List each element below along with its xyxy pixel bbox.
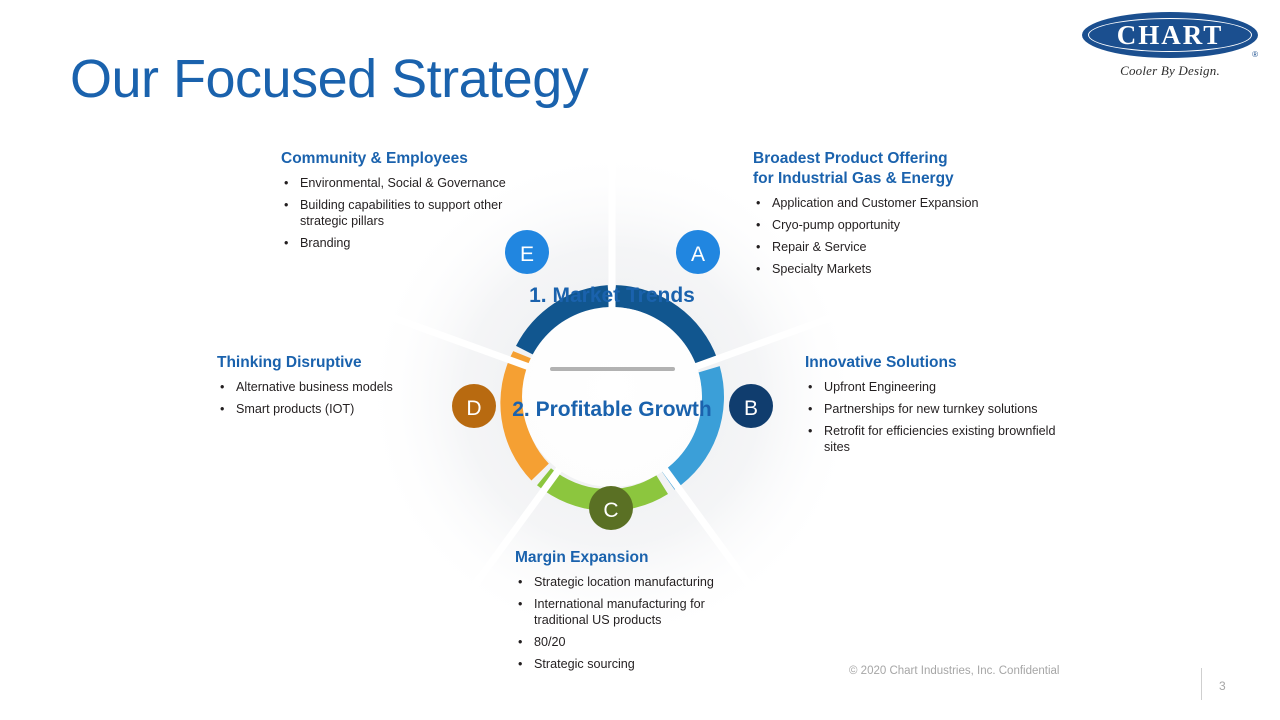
list-item-text: International manufacturing for traditio… [534,597,705,627]
list-item: • Alternative business models [217,379,437,395]
center-profitable-growth: 2. Profitable Growth [512,398,712,421]
list-item: • Specialty Markets [753,261,1023,277]
list-item-text: 80/20 [534,635,566,649]
bullet-icon: • [220,380,225,394]
footer-divider [1201,668,1202,700]
list-item: • Environmental, Social & Governance [281,175,543,191]
list-item-text: Upfront Engineering [824,380,937,394]
list-item-text: Retrofit for efficiencies existing brown… [824,424,1056,454]
bullet-icon: • [756,218,761,232]
wheel-badges: A B C D E [452,230,773,530]
callout-thinking-disruptive: Thinking Disruptive • Alternative busines… [217,353,437,423]
bullet-icon: • [284,176,289,190]
callout-broadest-list: • Application and Customer Expansion • Cry… [753,195,1023,277]
callout-broadest-title-line1: Broadest Product Offering [753,150,948,167]
callout-innovative-solutions: Innovative Solutions • Upfront Engineerin… [805,353,1073,461]
bullet-icon: • [518,635,523,649]
callout-thinking-title: Thinking Disruptive [217,354,362,371]
wheel-badge-d[interactable]: D [452,384,496,428]
list-item: • Partnerships for new turnkey solutions [805,401,1073,417]
bullet-icon: • [808,424,813,438]
wheel-badge-a-label: A [691,243,705,266]
page-number: 3 [1219,679,1226,693]
list-item-text: Partnerships for new turnkey solutions [824,402,1038,416]
bullet-icon: • [756,262,761,276]
list-item-text: Strategic location manufacturing [534,575,714,589]
logo-ellipse-icon: CHART ® [1082,12,1258,59]
wheel-badge-c[interactable]: C [589,486,633,530]
bullet-icon: • [518,597,523,611]
bullet-icon: • [284,236,289,250]
wheel-segment-b [662,366,724,490]
list-item: • Smart products (IOT) [217,401,437,417]
wheel-badge-b-label: B [744,397,758,420]
list-item: • Repair & Service [753,239,1023,255]
callout-community-employees: Community & Employees • Environmental, So… [281,149,543,257]
list-item: • Building capabilities to support other … [281,197,543,229]
list-item: • Strategic location manufacturing [515,574,755,590]
list-item: • Strategic sourcing [515,656,755,672]
list-item-text: Building capabilities to support other s… [300,198,503,228]
bullet-icon: • [808,380,813,394]
list-item: • Application and Customer Expansion [753,195,1023,211]
callout-innovative-list: • Upfront Engineering • Partnerships for n… [805,379,1073,455]
bullet-icon: • [220,402,225,416]
list-item: • Branding [281,235,543,251]
bullet-icon: • [756,196,761,210]
callout-margin-expansion: Margin Expansion • Strategic location man… [515,548,755,678]
list-item-text: Smart products (IOT) [236,402,355,416]
list-item-text: Alternative business models [236,380,393,394]
callout-community-title: Community & Employees [281,150,468,167]
callout-broadest-title: Broadest Product Offering for Industrial… [753,149,1023,189]
wheel-badge-c-label: C [603,499,618,522]
footer-copyright: © 2020 Chart Industries, Inc. Confidenti… [849,665,1060,677]
list-item: • International manufacturing for traditi… [515,596,755,628]
callout-margin-title: Margin Expansion [515,549,649,566]
bullet-icon: • [518,657,523,671]
logo-tagline: Cooler By Design. [1120,63,1220,78]
list-item-text: Strategic sourcing [534,657,635,671]
list-item: • Upfront Engineering [805,379,1073,395]
center-divider [550,367,675,371]
center-market-trends: 1. Market Trends [529,284,695,307]
list-item-text: Specialty Markets [772,262,872,276]
wheel-badge-b[interactable]: B [729,384,773,428]
list-item-text: Repair & Service [772,240,867,254]
list-item-text: Environmental, Social & Governance [300,176,506,190]
callout-thinking-list: • Alternative business models • Smart prod… [217,379,437,417]
callout-broadest-title-line2: for Industrial Gas & Energy [753,170,954,187]
callout-innovative-title: Innovative Solutions [805,354,957,371]
list-item: • Cryo-pump opportunity [753,217,1023,233]
chart-logo: CHART ® Cooler By Design. [1082,12,1258,79]
registered-trademark-icon: ® [1252,50,1258,59]
list-item: • 80/20 [515,634,755,650]
logo-wordmark: CHART [1116,19,1224,50]
callout-margin-list: • Strategic location manufacturing • Inter… [515,574,755,672]
list-item-text: Application and Customer Expansion [772,196,979,210]
list-item: • Retrofit for efficiencies existing brow… [805,423,1073,455]
logo-inner-ring-icon [1088,18,1252,52]
wheel-badge-d-label: D [466,397,481,420]
bullet-icon: • [808,402,813,416]
bullet-icon: • [284,198,289,212]
bullet-icon: • [756,240,761,254]
list-item-text: Branding [300,236,351,250]
bullet-icon: • [518,575,523,589]
page-title: Our Focused Strategy [70,49,589,109]
callout-community-list: • Environmental, Social & Governance • Bui… [281,175,543,251]
list-item-text: Cryo-pump opportunity [772,218,901,232]
wheel-badge-a[interactable]: A [676,230,720,274]
wheel-segment-c [537,468,668,512]
callout-broadest-product-offering: Broadest Product Offering for Industrial… [753,149,1023,283]
